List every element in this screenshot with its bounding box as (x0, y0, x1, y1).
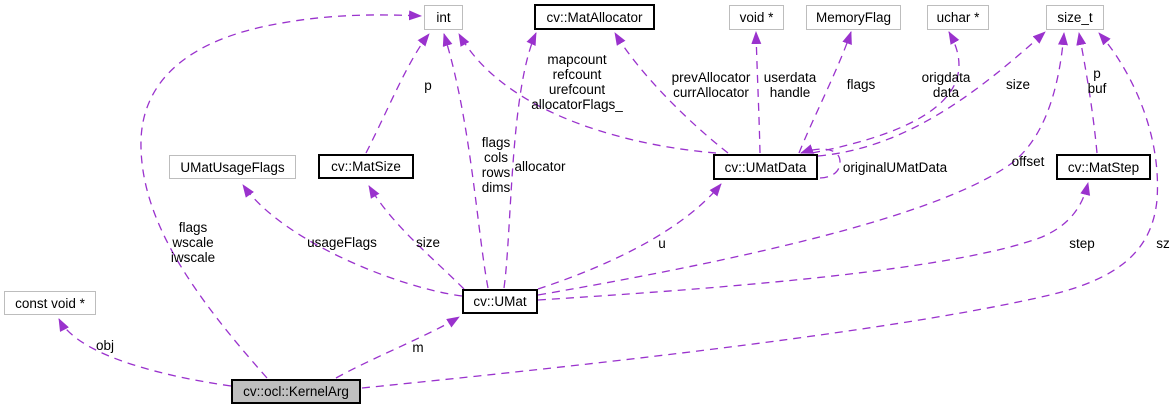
edge-label-size-umatdata: size (1005, 77, 1031, 92)
edge-label-userdata: userdata handle (763, 70, 817, 100)
edge-label-flags-wscale-iwscale: flags wscale iwscale (170, 220, 216, 265)
edge-label-origdata: origdata data (921, 70, 971, 100)
edge-kernelarg-to-int-flagswscale (140, 10, 422, 379)
edge-umatdata-to-matallocator-prevallocator (614, 32, 729, 154)
node-cv-umatdata[interactable]: cv::UMatData (713, 154, 818, 180)
node-uchar-ptr: uchar * (927, 5, 989, 30)
edge-umat-to-matallocator-allocator (503, 32, 537, 289)
node-cv-umat[interactable]: cv::UMat (462, 289, 538, 314)
edge-label-u: u (658, 236, 666, 251)
edge-label-sz: sz (1156, 236, 1170, 251)
node-umatusageflags: UMatUsageFlags (169, 155, 296, 179)
edge-kernelarg-to-sizet-sz (361, 32, 1159, 389)
node-cv-matstep[interactable]: cv::MatStep (1056, 154, 1151, 180)
edge-umatdata-to-voidptr-userdata (751, 31, 762, 154)
edge-label-p: p (424, 78, 432, 93)
edge-matstep-to-sizet-pbuf (1076, 32, 1098, 154)
edge-label-originalumatdata: originalUMatData (842, 160, 948, 175)
edge-kernelarg-to-umat-m (335, 316, 460, 379)
edge-label-prevallocator: prevAllocator currAllocator (671, 70, 751, 100)
edge-umat-to-umatdata-u (537, 183, 722, 290)
node-memoryflag: MemoryFlag (806, 5, 901, 30)
edge-label-offset: offset (1011, 154, 1045, 169)
edge-label-mapcount: mapcount refcount urefcount allocatorFla… (531, 52, 623, 112)
node-cv-matsize[interactable]: cv::MatSize (318, 154, 414, 179)
edge-umat-to-matsize-size (368, 185, 465, 290)
edge-umatdata-to-memoryflag-flags (798, 31, 852, 154)
edge-label-flags-cols-rows-dims: flags cols rows dims (481, 135, 511, 195)
edge-matsize-to-int-p (365, 33, 430, 154)
edge-label-m: m (412, 340, 424, 355)
edge-umatdata-to-sizet-size (817, 31, 1046, 157)
edge-umatdata-self-originalumatdata (800, 144, 841, 179)
edge-label-allocator: allocator (514, 159, 566, 174)
edge-umatdata-to-ucharptr-origdata (811, 31, 960, 154)
edge-umat-to-matstep-step (537, 182, 1091, 301)
node-size-t: size_t (1046, 5, 1104, 30)
edge-umat-to-sizet-offset (537, 32, 1068, 296)
edge-label-step: step (1069, 236, 1095, 251)
edge-label-usageflags: usageFlags (307, 235, 377, 250)
edge-label-size-umat: size (415, 235, 441, 250)
node-const-void-ptr: const void * (4, 291, 96, 315)
edge-umat-to-int-flags (442, 33, 489, 289)
edge-umatdata-to-int-mapcount (458, 33, 717, 154)
edge-label-obj: obj (95, 338, 115, 353)
node-cv-ocl-kernelarg: cv::ocl::KernelArg (231, 379, 361, 404)
edge-label-flags-memory: flags (846, 77, 876, 92)
node-cv-matallocator[interactable]: cv::MatAllocator (534, 4, 655, 30)
edge-kernelarg-to-constvoidptr-obj (58, 318, 232, 387)
edge-label-p-buf: p buf (1087, 66, 1107, 96)
node-void-ptr: void * (729, 5, 784, 30)
node-int: int (424, 5, 463, 30)
